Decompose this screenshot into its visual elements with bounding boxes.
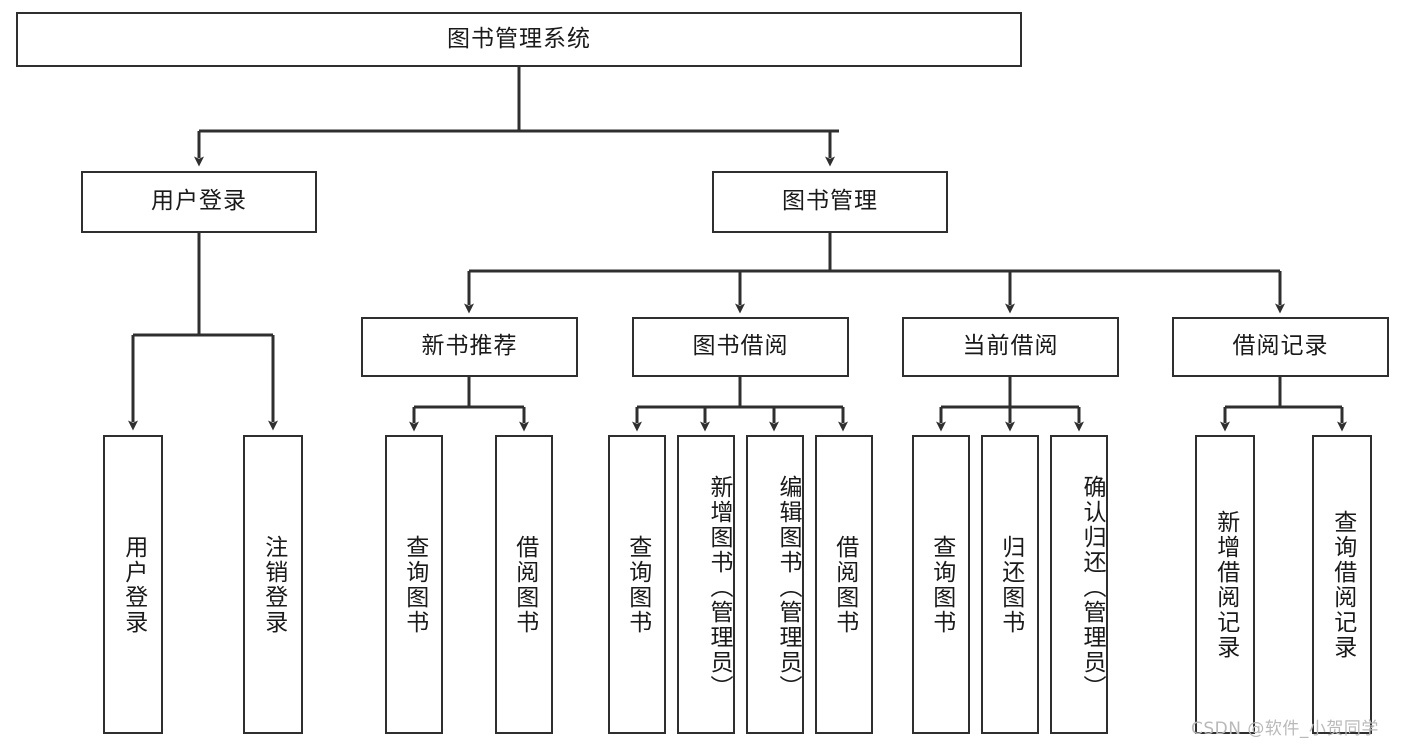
node-label: 借阅记录 <box>1232 333 1329 360</box>
node-label: 新书推荐 <box>421 333 518 360</box>
node-label: 当前借阅 <box>962 333 1059 360</box>
leaf-label: 编辑图书（管理员） <box>775 475 801 700</box>
leaf-user-logout[interactable]: 注销登录 <box>243 435 303 734</box>
leaf-label: 查询图书 <box>624 534 651 635</box>
node-new-book-recommend[interactable]: 新书推荐 <box>361 317 578 377</box>
leaf-recommend-borrow-book[interactable]: 借阅图书 <box>495 435 553 734</box>
leaf-record-query-borrow-record[interactable]: 查询借阅记录 <box>1312 435 1372 734</box>
node-user-login[interactable]: 用户登录 <box>81 171 317 233</box>
node-current-borrow[interactable]: 当前借阅 <box>902 317 1119 377</box>
leaf-recommend-query-book[interactable]: 查询图书 <box>385 435 443 734</box>
leaf-current-return-book[interactable]: 归还图书 <box>981 435 1039 734</box>
node-book-borrow[interactable]: 图书借阅 <box>632 317 849 377</box>
leaf-borrow-edit-book-admin[interactable]: 编辑图书（管理员） <box>746 435 804 734</box>
leaf-label: 查询借阅记录 <box>1329 509 1356 660</box>
leaf-borrow-query-book[interactable]: 查询图书 <box>608 435 666 734</box>
leaf-borrow-borrow-book[interactable]: 借阅图书 <box>815 435 873 734</box>
leaf-label: 新增图书（管理员） <box>706 475 732 700</box>
watermark-text: CSDN @软件_小贺同学 <box>1191 719 1379 739</box>
leaf-label: 查询图书 <box>401 534 428 635</box>
node-borrow-record[interactable]: 借阅记录 <box>1172 317 1389 377</box>
leaf-user-login[interactable]: 用户登录 <box>103 435 163 734</box>
node-label: 图书管理 <box>782 188 878 215</box>
leaf-label: 确认归还（管理员） <box>1079 475 1105 700</box>
leaf-label: 新增借阅记录 <box>1212 509 1239 660</box>
node-label: 图书借阅 <box>692 333 789 360</box>
leaf-borrow-add-book-admin[interactable]: 新增图书（管理员） <box>677 435 735 734</box>
node-root-book-management-system[interactable]: 图书管理系统 <box>16 12 1022 67</box>
leaf-label: 归还图书 <box>997 534 1024 635</box>
leaf-current-confirm-return-admin[interactable]: 确认归还（管理员） <box>1050 435 1108 734</box>
leaf-label: 注销登录 <box>260 534 287 635</box>
leaf-record-add-borrow-record[interactable]: 新增借阅记录 <box>1195 435 1255 734</box>
leaf-label: 借阅图书 <box>511 534 538 635</box>
node-label: 用户登录 <box>151 188 247 215</box>
leaf-label: 用户登录 <box>120 534 147 635</box>
leaf-label: 借阅图书 <box>831 534 858 635</box>
node-label: 图书管理系统 <box>447 25 591 52</box>
node-book-management[interactable]: 图书管理 <box>712 171 948 233</box>
leaf-current-query-book[interactable]: 查询图书 <box>912 435 970 734</box>
leaf-label: 查询图书 <box>928 534 955 635</box>
